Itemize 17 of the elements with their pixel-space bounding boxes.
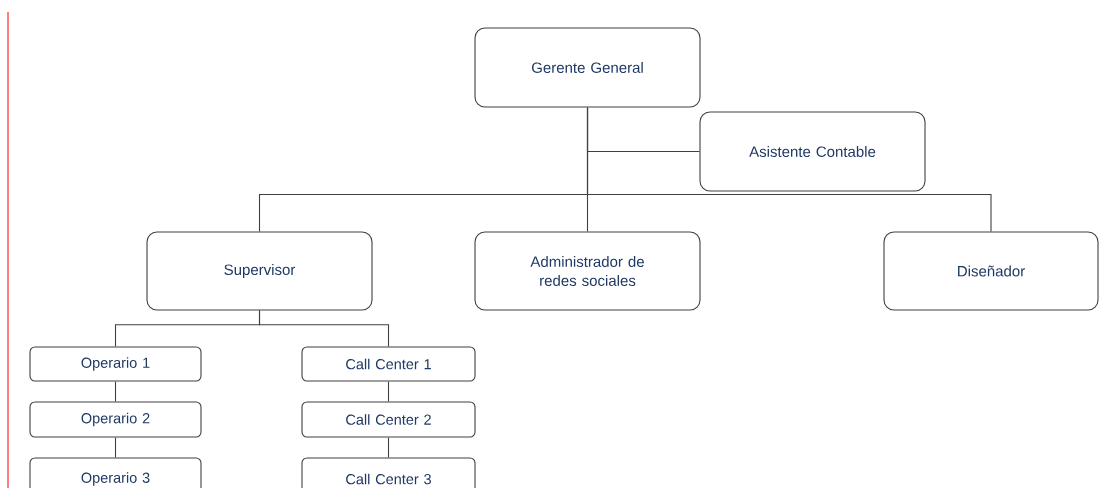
org-box: Gerente General <box>474 27 701 108</box>
connector <box>258 310 390 347</box>
connector <box>387 437 390 458</box>
connector <box>387 381 390 402</box>
org-box: Diseñador <box>883 231 1099 311</box>
org-box: Call Center 2 <box>301 401 476 438</box>
org-box: Supervisor <box>146 231 373 311</box>
org-box: Asistente Contable <box>699 111 926 192</box>
org-box: Operario 1 <box>29 346 202 382</box>
connector <box>586 107 992 232</box>
connector <box>114 437 117 458</box>
org-box: Call Center 3 <box>301 457 476 488</box>
org-box: Administrador de redes sociales <box>474 231 701 311</box>
org-box: Operario 2 <box>29 401 202 438</box>
org-box: Operario 3 <box>29 457 202 488</box>
org-box: Call Center 1 <box>301 346 476 382</box>
connector <box>114 381 117 402</box>
